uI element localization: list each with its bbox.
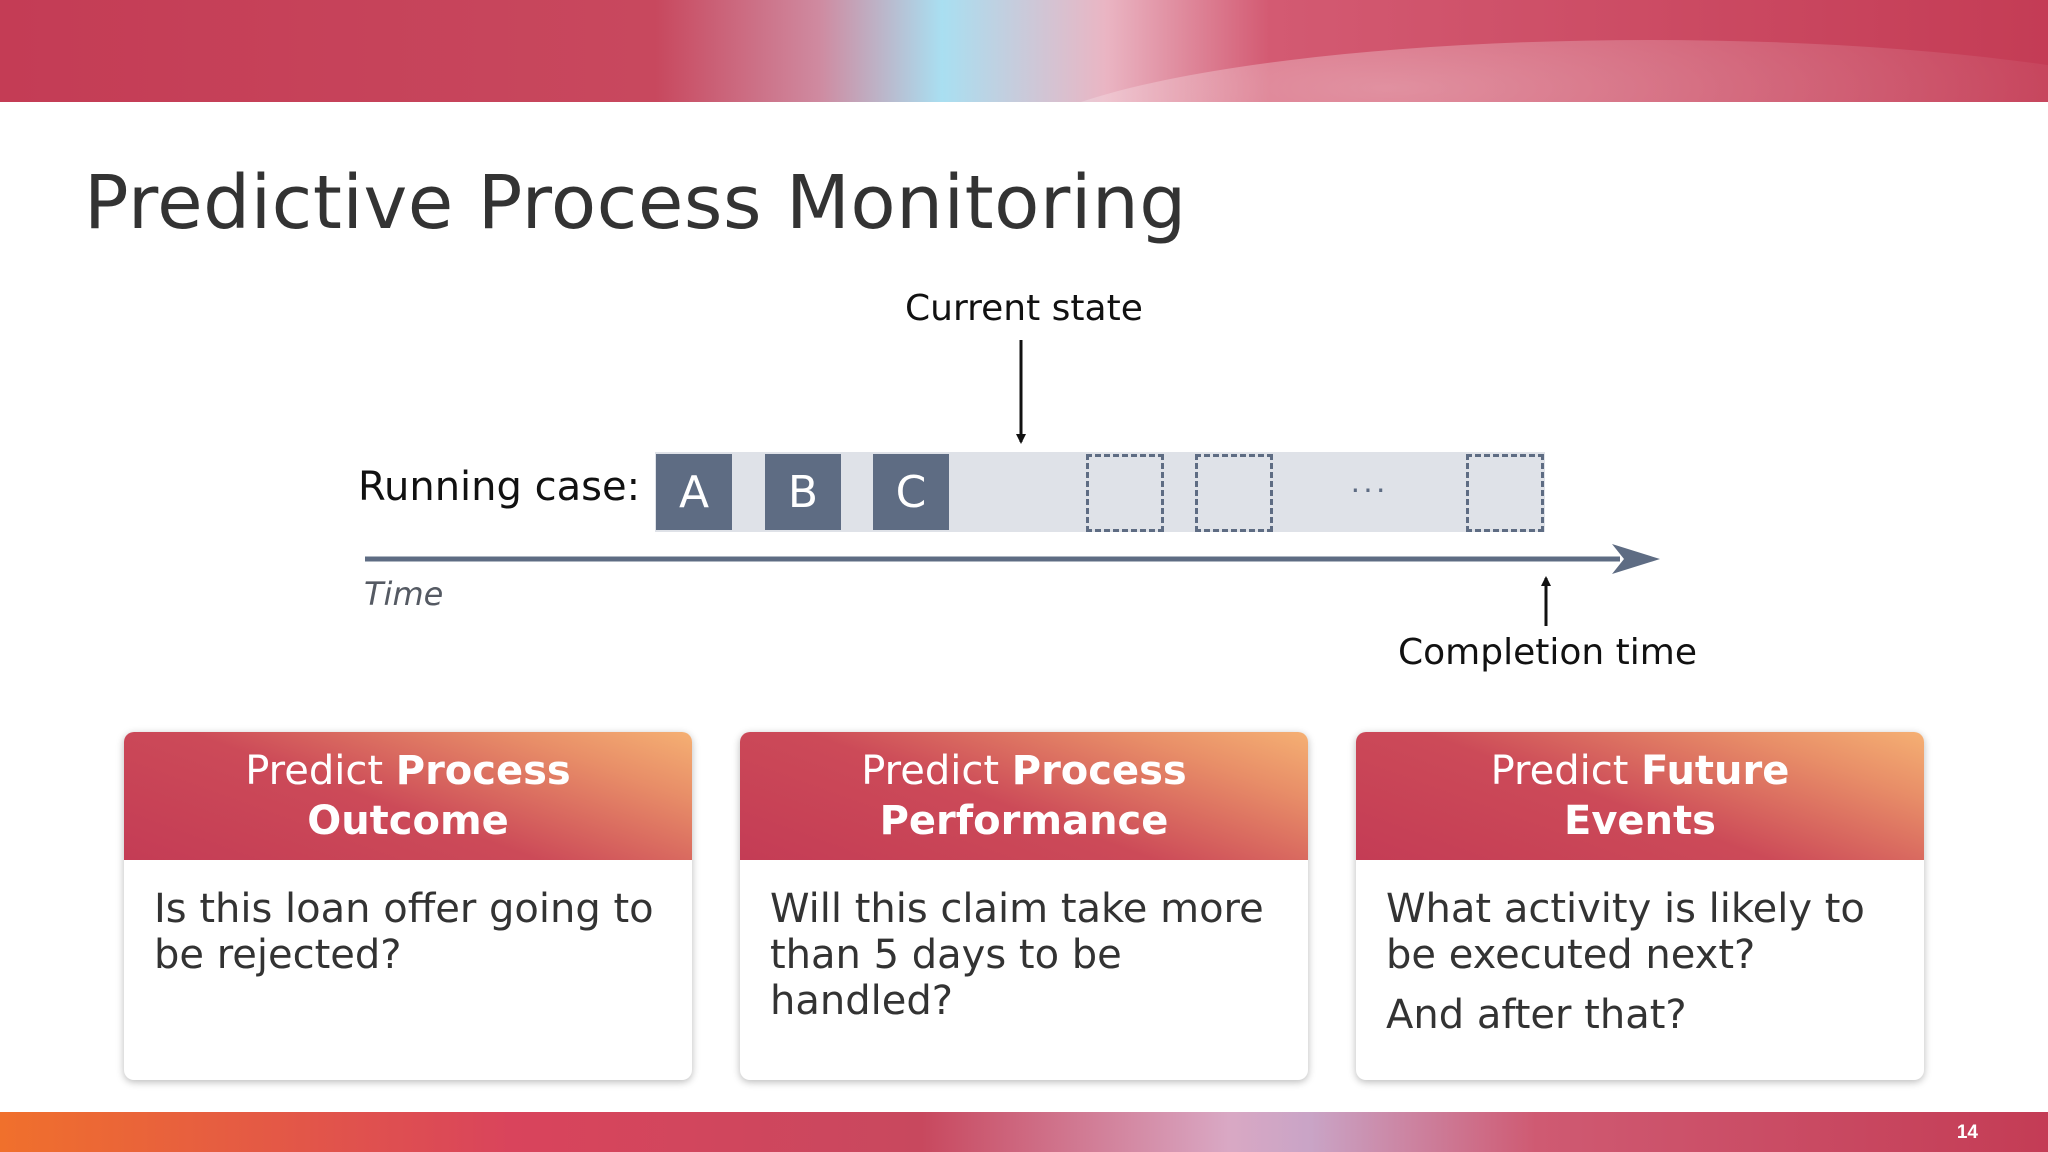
- future-event-box: [1195, 454, 1273, 532]
- ellipsis: ···: [1350, 470, 1388, 506]
- card-header-prefix: Predict: [861, 748, 1012, 794]
- card-header: Predict Future Events: [1356, 732, 1924, 860]
- future-event-box: [1086, 454, 1164, 532]
- card-future-events: Predict Future Events What activity is l…: [1356, 732, 1924, 1080]
- card-header-line-2: Performance: [879, 798, 1169, 844]
- slide-title: Predictive Process Monitoring: [84, 160, 1187, 246]
- future-event-box: [1466, 454, 1544, 532]
- card-header-line-2: Events: [1564, 798, 1716, 844]
- card-header-keyword: Process: [395, 748, 571, 794]
- banner-swirl: [1000, 40, 2048, 102]
- event-box-b: B: [765, 454, 841, 530]
- card-header: Predict Process Outcome: [124, 732, 692, 860]
- running-case-label: Running case:: [358, 464, 641, 510]
- card-header-line-2: Outcome: [307, 798, 509, 844]
- card-header-line-1: Predict Future: [1491, 746, 1790, 796]
- card-body: Will this claim take more than 5 days to…: [740, 860, 1308, 1024]
- event-box-a: A: [656, 454, 732, 530]
- completion-time-label: Completion time: [1398, 632, 1697, 673]
- bottom-banner: [0, 1112, 2048, 1152]
- card-question: Is this loan offer going to be rejected?: [154, 886, 654, 978]
- card-process-performance: Predict Process Performance Will this cl…: [740, 732, 1308, 1080]
- card-header-line-1: Predict Process: [245, 746, 570, 796]
- card-process-outcome: Predict Process Outcome Is this loan off…: [124, 732, 692, 1080]
- card-body: What activity is likely to be executed n…: [1356, 860, 1924, 1038]
- card-header-keyword: Future: [1641, 748, 1790, 794]
- time-axis-label: Time: [364, 575, 444, 613]
- event-box-c: C: [873, 454, 949, 530]
- card-body: Is this loan offer going to be rejected?: [124, 860, 692, 978]
- card-header-line-1: Predict Process: [861, 746, 1186, 796]
- card-question: What activity is likely to be executed n…: [1386, 886, 1865, 978]
- current-state-label: Current state: [905, 288, 1143, 329]
- card-header-prefix: Predict: [245, 748, 396, 794]
- page-number: 14: [1956, 1122, 1978, 1143]
- top-banner: [0, 0, 2048, 102]
- card-header-prefix: Predict: [1490, 748, 1642, 794]
- card-header-keyword: Process: [1011, 748, 1187, 794]
- card-question: Will this claim take more than 5 days to…: [770, 886, 1264, 1024]
- time-axis-arrowhead: [1612, 544, 1660, 574]
- card-question: And after that?: [1386, 992, 1687, 1038]
- card-header: Predict Process Performance: [740, 732, 1308, 860]
